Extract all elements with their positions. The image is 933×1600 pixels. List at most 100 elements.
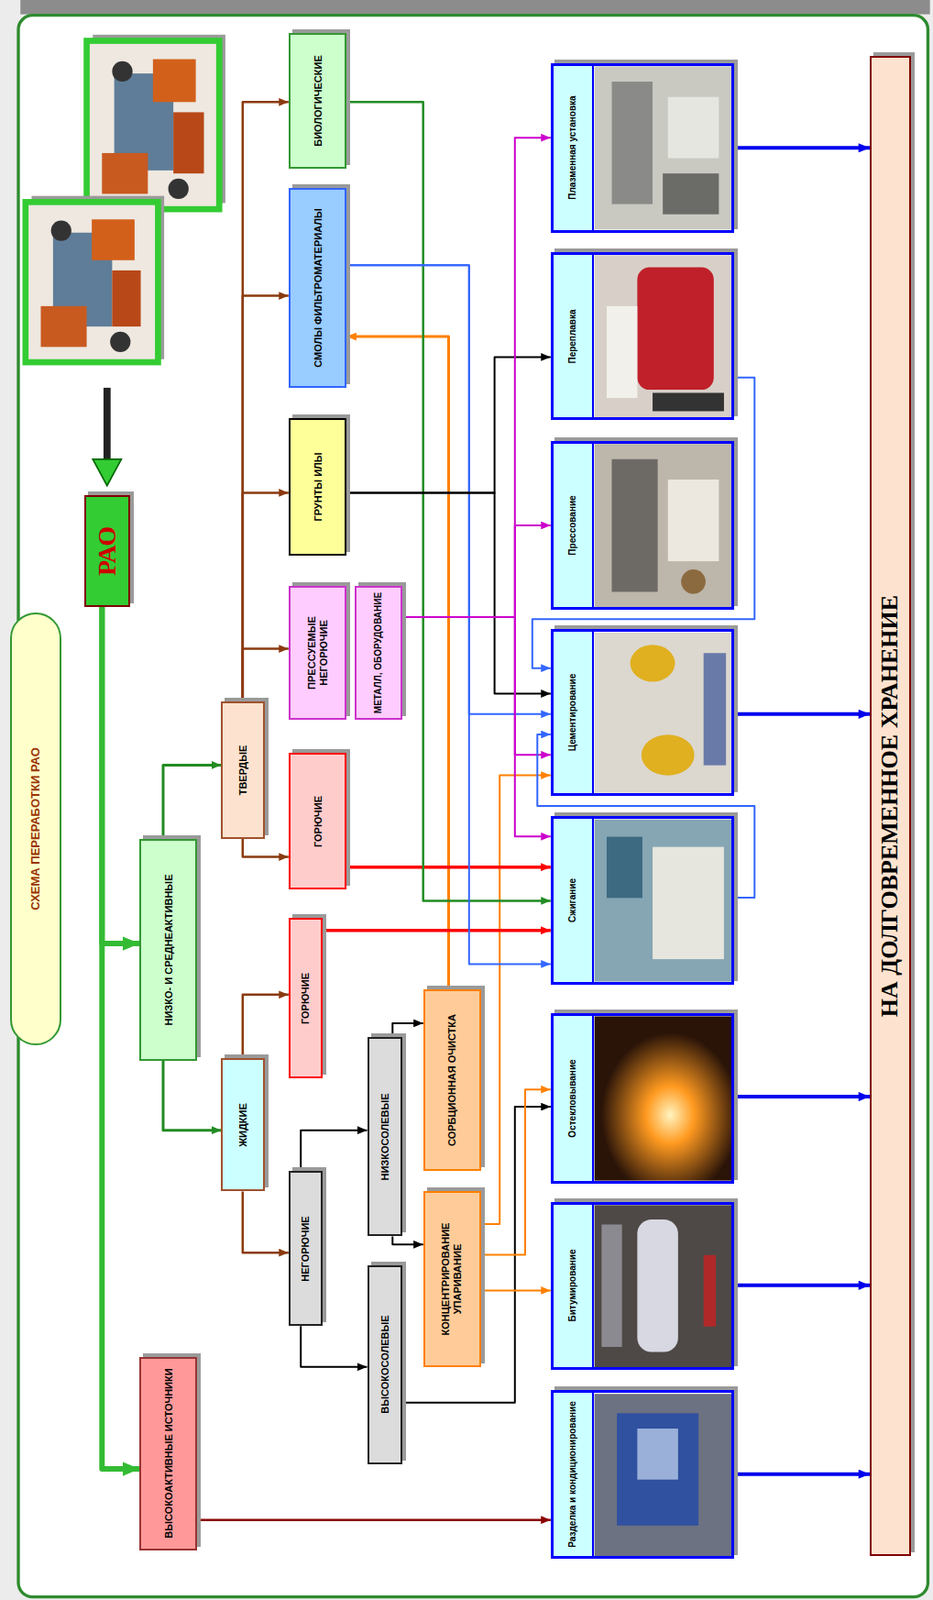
- vehicle-part: [41, 306, 88, 348]
- flow-connector: [392, 1022, 423, 1038]
- flow-connector: [481, 775, 551, 1225]
- flow-connector: [346, 101, 551, 901]
- label-strip: Сжигание: [553, 818, 595, 982]
- process-box: Остекловывание: [550, 1012, 735, 1184]
- node-label: РАО: [92, 500, 122, 602]
- node-label: ГОРЮЧИЕ: [311, 757, 324, 884]
- node-label: ВЫСОКОАКТИВНЫЕ ИСТОЧНИКИ: [162, 1361, 175, 1545]
- flow-connector: [346, 336, 449, 989]
- vehicle-photo: [87, 41, 220, 210]
- node-label: Битумирование: [567, 1207, 579, 1365]
- node-label: ТВЕРДЫЕ: [237, 706, 250, 833]
- node-label: НИЗКОСОЛЕВЫЕ: [379, 1042, 392, 1230]
- flow-connector: [101, 606, 140, 1469]
- photo-detail: [652, 392, 725, 411]
- photo-detail: [680, 569, 706, 594]
- label-strip: Остекловывание: [553, 1015, 595, 1181]
- flow-connector: [403, 616, 551, 755]
- flow-connector: [163, 764, 221, 838]
- flow-connector: [300, 1325, 367, 1367]
- process-photo: [594, 1204, 733, 1367]
- flow-connector: [346, 356, 551, 493]
- label-strip: Плазменная установка: [553, 65, 595, 231]
- node-label: БИОЛОГИЧЕСКИЕ: [311, 38, 324, 164]
- flow-connector: [392, 1235, 423, 1244]
- process-box: Разделка и кондиционирование: [550, 1389, 735, 1559]
- photo-detail: [668, 97, 720, 159]
- node-label: Остекловывание: [567, 1018, 579, 1178]
- photo-detail: [636, 1427, 679, 1480]
- photo-detail: [612, 81, 654, 205]
- vehicle-photo: [25, 201, 159, 363]
- photo-detail: [601, 1223, 622, 1347]
- process-photo: [594, 254, 733, 418]
- title-pill: СХЕМА ПЕРЕРАБОТКИ РАО: [10, 612, 62, 1046]
- category-box: ГРУНТЫ ИЛЫ: [288, 417, 347, 556]
- node-label: Разделка и кондиционирование: [567, 1394, 579, 1553]
- flow-connector: [197, 1517, 551, 1521]
- node-label: Сжигание: [567, 821, 579, 979]
- node-label: СМОЛЫ ФИЛЬТРОМАТЕРИАЛЫ: [311, 193, 324, 383]
- photo-detail: [636, 267, 714, 391]
- process-box: Сжигание: [550, 815, 735, 985]
- treatment-box: КОНЦЕНТРИРОВАНИЕ УПАРИВАНИЕ: [423, 1190, 482, 1366]
- category-box: ВЫСОКОАКТИВНЫЕ ИСТОЧНИКИ: [139, 1356, 197, 1550]
- category-box: ЖИДКИЕ: [220, 1057, 265, 1192]
- category-box: ГОРЮЧИЕ: [288, 752, 347, 890]
- node-label: СХЕМА ПЕРЕРАБОТКИ РАО: [28, 617, 43, 1041]
- node-label: ЖИДКИЕ: [237, 1063, 250, 1186]
- flow-connector: [403, 137, 551, 617]
- photo-detail: [641, 734, 695, 776]
- category-box: ГОРЮЧИЕ: [288, 917, 323, 1078]
- vehicle-part: [91, 219, 135, 261]
- process-box: Прессование: [550, 440, 735, 611]
- node-label: Прессование: [567, 446, 579, 605]
- process-box: Переплавка: [550, 252, 735, 421]
- category-box: СМОЛЫ ФИЛЬТРОМАТЕРИАЛЫ: [288, 187, 347, 388]
- flow-connector: [322, 928, 551, 933]
- node-label: НЕГОРЮЧИЕ: [299, 1175, 312, 1320]
- flow-connector: [346, 264, 551, 964]
- feed-arrowhead: [92, 459, 121, 486]
- flow-connector: [734, 1094, 870, 1098]
- node-label: ГОРЮЧИЕ: [299, 922, 312, 1073]
- flow-connector: [242, 1191, 289, 1253]
- node-label: ГРУНТЫ ИЛЫ: [311, 423, 324, 550]
- flow-connector: [163, 1060, 221, 1131]
- label-strip: Битумирование: [553, 1204, 595, 1368]
- photo-detail: [662, 173, 719, 215]
- process-photo: [594, 1015, 733, 1180]
- vehicle-part: [111, 270, 141, 327]
- vehicle-wheel: [109, 331, 131, 352]
- flow-connector: [242, 648, 289, 703]
- treatment-box: СОРБЦИОННАЯ ОЧИСТКА: [423, 988, 482, 1171]
- node-label: ПРЕССУЕМЫЕ НЕГОРЮЧИЕ: [306, 591, 330, 715]
- label-strip: Переплавка: [553, 254, 595, 418]
- photo-detail: [630, 644, 676, 681]
- photo-detail: [636, 1218, 679, 1352]
- flow-connector: [403, 616, 551, 836]
- storage-band: НА ДОЛГОВРЕМЕННОЕ ХРАНЕНИЕ: [869, 55, 912, 1555]
- category-box: НЕГОРЮЧИЕ: [288, 1170, 323, 1326]
- source-box: РАО: [84, 494, 131, 607]
- outer-frame: [18, 15, 928, 1597]
- category-box: НИЗКОСОЛЕВЫЕ: [367, 1036, 404, 1236]
- node-label: Цементирование: [567, 634, 579, 790]
- category-box: НИЗКО- И СРЕДНЕАКТИВНЫЕ: [139, 838, 197, 1062]
- node-label: ВЫСОКОСОЛЕВЫЕ: [379, 1270, 392, 1459]
- process-photo: [594, 443, 733, 607]
- label-strip: Разделка и кондиционирование: [553, 1392, 595, 1556]
- node-label: Плазменная установка: [567, 68, 579, 228]
- vehicle-wheel: [51, 219, 72, 241]
- process-photo: [594, 819, 733, 982]
- category-box: БИОЛОГИЧЕСКИЕ: [288, 32, 347, 169]
- flow-connector: [346, 264, 551, 714]
- flow-connector: [734, 1283, 870, 1287]
- node-label: МЕТАЛЛ, ОБОРУДОВАНИЕ: [373, 591, 385, 715]
- flow-connector: [481, 1288, 551, 1291]
- photo-detail: [612, 459, 659, 593]
- flow-connector: [532, 377, 756, 669]
- flow-connector: [734, 712, 870, 716]
- label-strip: Цементирование: [553, 631, 595, 792]
